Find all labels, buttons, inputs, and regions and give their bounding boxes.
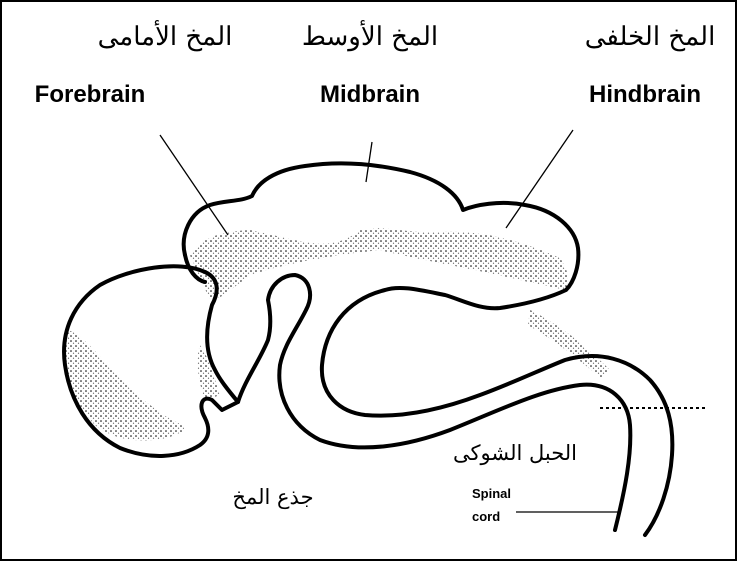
hindbrain-label-en: Hindbrain — [589, 81, 701, 108]
vesicle-shading — [63, 330, 185, 441]
forebrain-label-ar: المخ الأمامى — [98, 19, 233, 52]
forebrain-leader-line — [160, 135, 228, 235]
brain-outer-outline — [184, 163, 673, 535]
hindbrain-leader-line — [506, 130, 573, 228]
spinal-cord-label-ar: الحبل الشوكى — [453, 441, 577, 466]
upper-shading — [190, 228, 568, 300]
forebrain-label-en: Forebrain — [35, 81, 146, 108]
brainstem-label-ar: جذع المخ — [232, 485, 313, 510]
spinal-cord-label-en-1: Spinal — [472, 486, 511, 501]
midbrain-leader-line — [366, 142, 372, 182]
midbrain-label-ar: المخ الأوسط — [302, 19, 438, 52]
hindbrain-label-ar: المخ الخلفى — [585, 22, 716, 52]
cord-shading — [528, 310, 610, 378]
spinal-cord-label-en-2: cord — [472, 509, 500, 524]
midbrain-label-en: Midbrain — [320, 81, 420, 108]
